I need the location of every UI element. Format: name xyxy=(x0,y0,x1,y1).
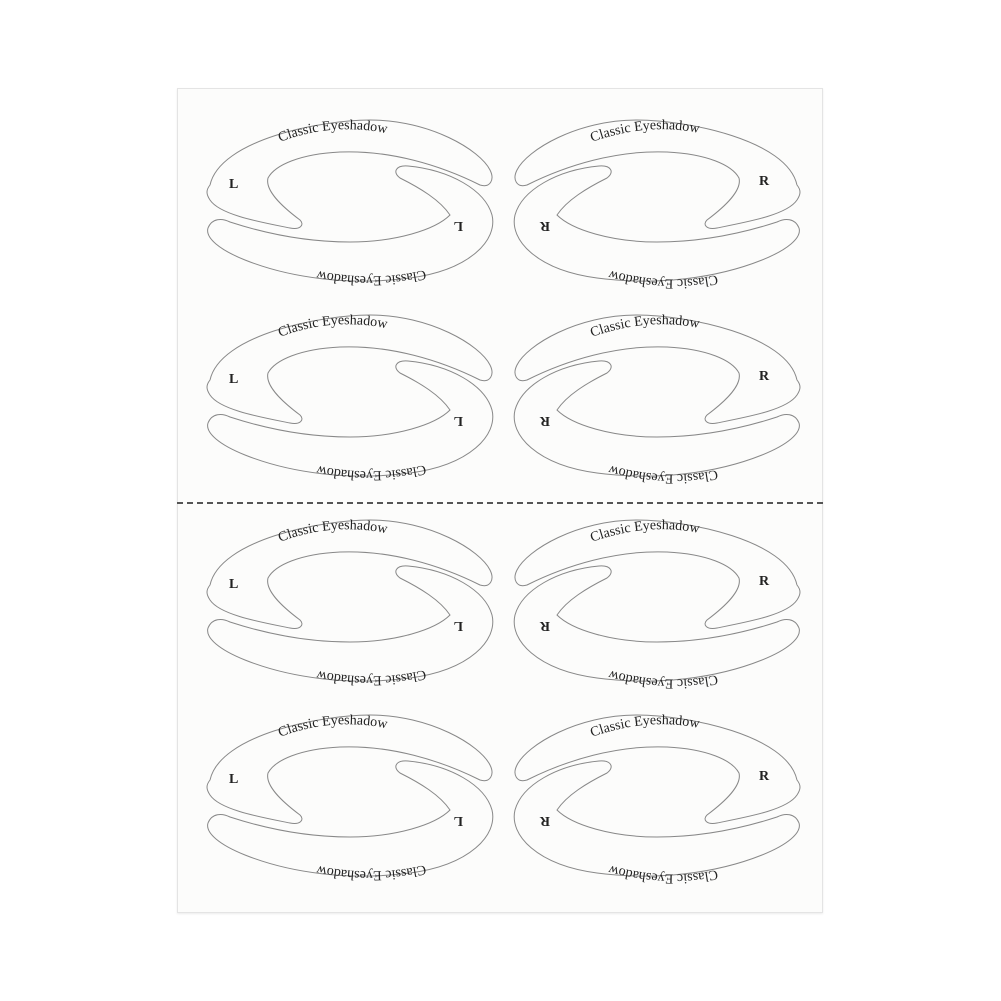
lower-cutout-outline xyxy=(513,360,800,477)
side-label-upright: L xyxy=(229,577,238,592)
upper-cutout-outline xyxy=(514,519,801,629)
lower-cutout-outline xyxy=(513,760,800,877)
stencil-bottom-label-inverted: Classic Eyeshadow xyxy=(606,461,719,485)
side-label-inverted: R xyxy=(539,813,550,828)
stencil-top-label: Classic Eyeshadow xyxy=(276,713,389,741)
lower-cutout-outline xyxy=(513,565,800,682)
lower-cutout-outline xyxy=(207,565,494,682)
lower-cutout-outline xyxy=(207,165,494,282)
side-label-inverted: R xyxy=(539,218,550,233)
side-label-upright: L xyxy=(229,372,238,387)
side-label-upright: R xyxy=(759,174,770,189)
upper-cutout-outline xyxy=(514,714,801,824)
stencil-bottom-label-inverted: Classic Eyeshadow xyxy=(314,266,427,287)
stencil-top-label: Classic Eyeshadow xyxy=(276,118,389,146)
stencil-top-label: Classic Eyeshadow xyxy=(276,518,389,546)
side-label-upright: R xyxy=(759,769,770,784)
side-label-upright: R xyxy=(759,574,770,589)
lower-cutout-outline xyxy=(207,360,494,477)
side-label-upright: L xyxy=(229,177,238,192)
side-label-inverted: L xyxy=(454,218,463,233)
side-label-upright: L xyxy=(229,772,238,787)
stencil-bottom-label-inverted: Classic Eyeshadow xyxy=(606,266,719,290)
upper-cutout-outline xyxy=(206,714,493,824)
stencil-bottom-label-inverted: Classic Eyeshadow xyxy=(314,666,427,687)
upper-cutout-outline xyxy=(206,519,493,629)
upper-cutout-outline xyxy=(514,119,801,229)
stencil-bottom-label-inverted: Classic Eyeshadow xyxy=(606,861,719,885)
dashed-cut-line xyxy=(177,502,823,504)
stencil-sheet xyxy=(177,88,823,913)
side-label-inverted: R xyxy=(539,413,550,428)
lower-cutout-outline xyxy=(207,760,494,877)
stencil-bottom-label-inverted: Classic Eyeshadow xyxy=(314,461,427,482)
upper-cutout-outline xyxy=(514,314,801,424)
lower-cutout-outline xyxy=(513,165,800,282)
side-label-inverted: L xyxy=(454,618,463,633)
side-label-upright: R xyxy=(759,369,770,384)
upper-cutout-outline xyxy=(206,314,493,424)
stencil-top-label: Classic Eyeshadow xyxy=(276,313,389,341)
side-label-inverted: L xyxy=(454,813,463,828)
side-label-inverted: L xyxy=(454,413,463,428)
stencil-bottom-label-inverted: Classic Eyeshadow xyxy=(606,666,719,690)
side-label-inverted: R xyxy=(539,618,550,633)
upper-cutout-outline xyxy=(206,119,493,229)
stencil-bottom-label-inverted: Classic Eyeshadow xyxy=(314,861,427,882)
